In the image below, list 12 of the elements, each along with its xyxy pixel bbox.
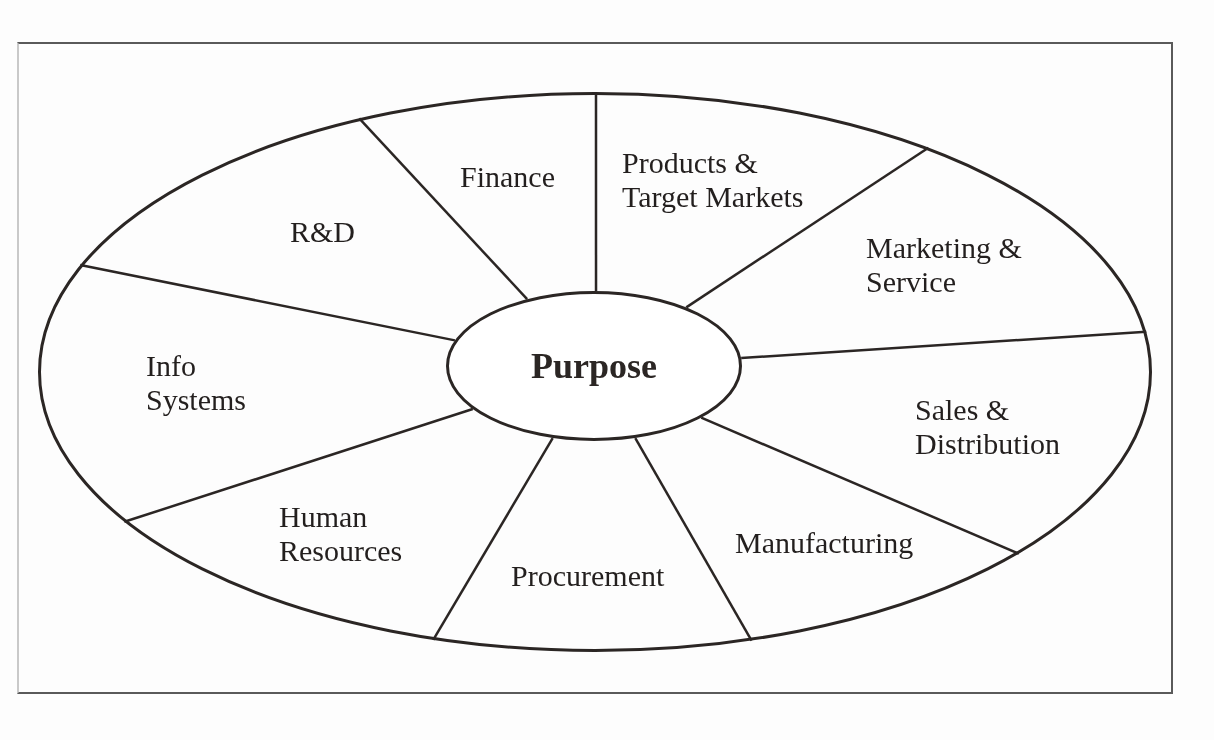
center-label: Purpose <box>531 346 657 386</box>
segment-label: Info Systems <box>146 349 261 417</box>
segment-label: Marketing & Service <box>866 231 1046 299</box>
center-ellipse <box>446 291 742 441</box>
segment-label: Human Resources <box>279 500 419 568</box>
segment-label: R&D <box>290 215 380 249</box>
segment-label: Products & Target Markets <box>622 146 817 214</box>
segment-label: Sales & Distribution <box>915 393 1080 461</box>
outer-ellipse <box>38 92 1152 652</box>
segment-label: Manufacturing <box>735 526 935 560</box>
segment-label: Procurement <box>511 559 681 593</box>
segment-label: Finance <box>460 160 580 194</box>
